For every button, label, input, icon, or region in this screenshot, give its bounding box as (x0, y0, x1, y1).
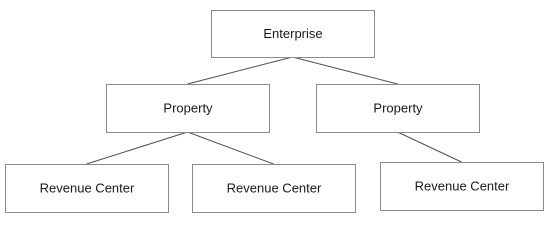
node-property-1: Property (106, 84, 270, 133)
connector-enterprise-to-property-1 (187, 56, 293, 85)
node-label-revenue-center-1: Revenue Center (40, 180, 135, 195)
node-label-enterprise: Enterprise (263, 26, 322, 41)
connector-lines (86, 56, 462, 165)
node-box-property-2 (316, 84, 480, 133)
node-revenue-center-1: Revenue Center (5, 164, 169, 213)
node-box-enterprise (211, 10, 375, 58)
connector-enterprise-to-property-2 (292, 56, 398, 85)
node-revenue-center-2: Revenue Center (192, 164, 356, 213)
node-label-revenue-center-2: Revenue Center (227, 180, 322, 195)
node-box-revenue-center-2 (192, 164, 356, 213)
connector-property-1-to-revenue-center-1 (86, 131, 188, 165)
node-revenue-center-3: Revenue Center (380, 162, 544, 211)
node-box-revenue-center-3 (380, 162, 544, 211)
connector-property-2-to-revenue-center-3 (397, 131, 462, 163)
node-property-2: Property (316, 84, 480, 133)
node-label-revenue-center-3: Revenue Center (415, 178, 510, 193)
node-box-revenue-center-1 (5, 164, 169, 213)
node-label-property-2: Property (373, 100, 423, 115)
node-label-property-1: Property (163, 100, 213, 115)
node-box-property-1 (106, 84, 270, 133)
node-enterprise: Enterprise (211, 10, 375, 58)
connector-property-1-to-revenue-center-2 (187, 131, 274, 165)
